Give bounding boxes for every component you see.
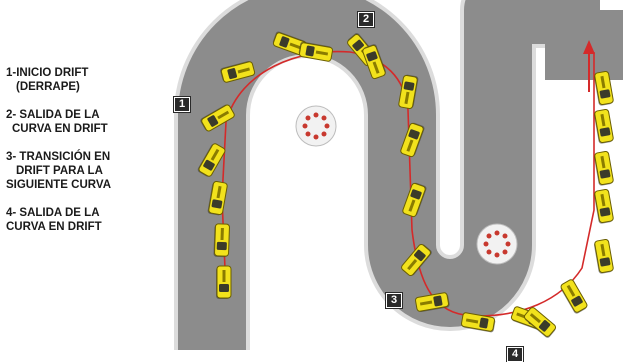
cone-circle-icon: [477, 224, 517, 264]
cone-circle-icon: [296, 106, 336, 146]
legend-line: CURVA EN DRIFT: [6, 220, 176, 234]
drift-car-icon: [593, 109, 614, 144]
legend-line: (DERRAPE): [6, 80, 176, 94]
drift-car-icon: [559, 279, 588, 315]
legend-item-3: 3- TRANSICIÓN EN DRIFT PARA LA SIGUIENTE…: [6, 150, 176, 192]
drift-car-icon: [216, 266, 231, 299]
drift-car-icon: [593, 151, 614, 186]
legend-line: 3- TRANSICIÓN EN: [6, 150, 176, 164]
legend-line: 2- SALIDA DE LA: [6, 108, 176, 122]
marker-4: 4: [507, 347, 523, 362]
legend-line: 1-INICIO DRIFT: [6, 66, 176, 80]
marker-2: 2: [358, 12, 374, 27]
legend-line: SIGUIENTE CURVA: [6, 178, 176, 192]
legend-line: 4- SALIDA DE LA: [6, 206, 176, 220]
asphalt-track: [212, 10, 600, 350]
legend-item-2: 2- SALIDA DE LA CURVA EN DRIFT: [6, 108, 176, 136]
track-left-leg-bottom: [178, 300, 246, 330]
drift-car-icon: [593, 239, 614, 274]
legend-item-4: 4- SALIDA DE LA CURVA EN DRIFT: [6, 206, 176, 234]
legend-item-1: 1-INICIO DRIFT (DERRAPE): [6, 66, 176, 94]
drift-car-icon: [593, 189, 614, 224]
legend-line: CURVA EN DRIFT: [6, 122, 176, 136]
track-top-right-segment: [545, 10, 623, 80]
legend: 1-INICIO DRIFT (DERRAPE) 2- SALIDA DE LA…: [6, 66, 176, 248]
legend-line: DRIFT PARA LA: [6, 164, 176, 178]
drift-car-icon: [213, 224, 229, 258]
marker-3: 3: [386, 293, 402, 308]
marker-1: 1: [174, 97, 190, 112]
